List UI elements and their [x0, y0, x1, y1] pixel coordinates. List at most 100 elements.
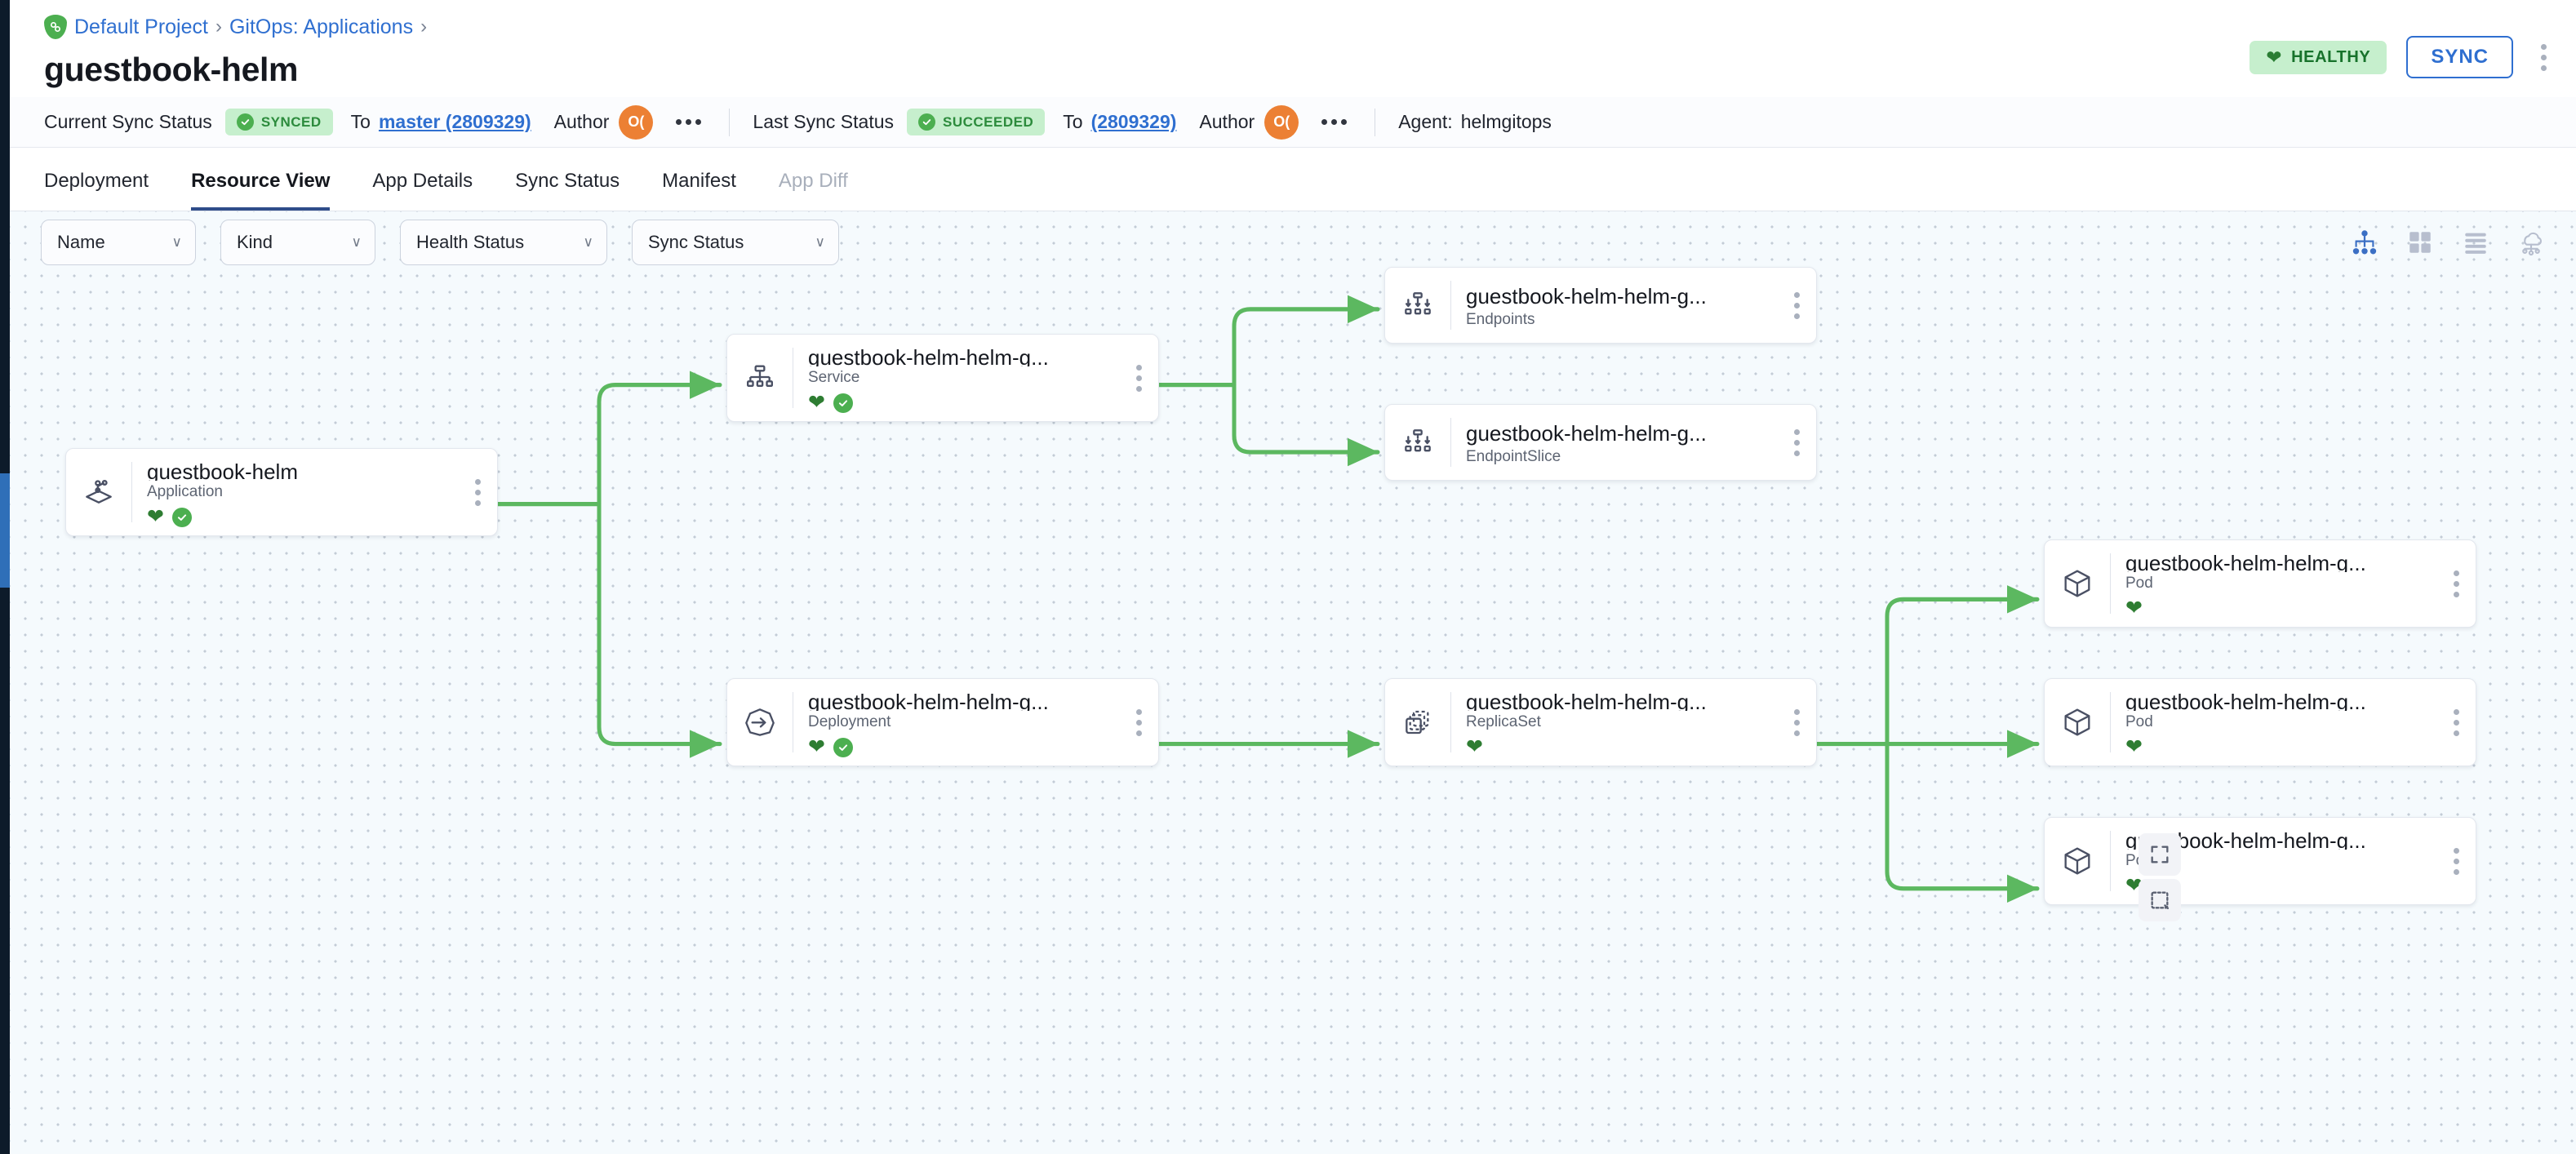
status-badge-healthy-label: HEALTHY: [2291, 48, 2370, 67]
node-kebab-menu-icon[interactable]: [1119, 679, 1158, 766]
tree-view-icon[interactable]: [2351, 229, 2378, 256]
pod-icon: [2045, 540, 2110, 627]
node-status-icons: ❤: [1466, 737, 1777, 757]
graph-node-pod-2[interactable]: guestbook-helm-helm-g... Pod ❤: [2044, 678, 2476, 766]
endpoints-icon: [1385, 268, 1450, 343]
chevron-down-icon: ∨: [172, 234, 182, 251]
tab-app-details[interactable]: App Details: [372, 153, 473, 211]
node-status-icons: ❤: [808, 737, 1119, 757]
node-kebab-menu-icon[interactable]: [2436, 679, 2476, 766]
graph-node-endpoints[interactable]: guestbook-helm-helm-g... Endpoints: [1384, 267, 1817, 344]
check-circle-icon: [833, 738, 853, 757]
filter-health-status[interactable]: Health Status ∨: [400, 220, 607, 265]
heart-icon: ❤: [808, 393, 825, 413]
node-kebab-menu-icon[interactable]: [1777, 679, 1816, 766]
node-name: guestbook-helm-helm-g...: [2125, 552, 2436, 572]
fullscreen-button[interactable]: [2139, 833, 2181, 876]
grid-view-icon[interactable]: [2406, 229, 2434, 256]
heart-icon: ❤: [147, 507, 164, 527]
node-name: guestbook-helm-helm-g...: [1466, 690, 1777, 711]
node-kebab-menu-icon[interactable]: [2436, 540, 2476, 627]
graph-node-pod-3[interactable]: guestbook-helm-helm-g... Pod ❤: [2044, 817, 2476, 905]
network-view-icon[interactable]: [2517, 229, 2545, 256]
node-status-icons: ❤: [2125, 737, 2436, 757]
left-nav-rail[interactable]: [0, 0, 10, 1154]
endpointslice-icon: [1385, 405, 1450, 480]
filter-kind[interactable]: Kind ∨: [220, 220, 375, 265]
node-kind: Service: [808, 369, 1119, 387]
current-author-label: Author: [554, 111, 610, 133]
tab-manifest[interactable]: Manifest: [662, 153, 736, 211]
graph-area[interactable]: guestbook-helm Application ❤: [10, 211, 2576, 1154]
heart-icon: ❤: [1466, 737, 1483, 757]
graph-node-deployment[interactable]: guestbook-helm-helm-g... Deployment ❤: [726, 678, 1159, 766]
list-view-icon[interactable]: [2462, 229, 2489, 256]
node-kebab-menu-icon[interactable]: [1777, 268, 1816, 343]
filter-name[interactable]: Name ∨: [41, 220, 196, 265]
pod-icon: [2045, 679, 2110, 766]
last-sync-status-label: Last Sync Status: [753, 111, 894, 133]
sync-status-bar: Current Sync Status SYNCED To master (28…: [10, 97, 2576, 148]
last-sync-kebab-menu-icon[interactable]: [1317, 114, 1352, 130]
page-title: guestbook-helm: [44, 51, 2548, 89]
filter-name-label: Name: [57, 232, 105, 253]
breadcrumb-item-default-project[interactable]: Default Project: [74, 16, 208, 39]
graph-node-service[interactable]: guestbook-helm-helm-g... Service ❤: [726, 334, 1159, 422]
check-circle-icon: [172, 508, 192, 527]
node-kebab-menu-icon[interactable]: [1777, 405, 1816, 480]
node-status-icons: ❤: [147, 507, 458, 527]
check-circle-icon: [918, 113, 935, 131]
current-author-avatar[interactable]: O(: [619, 105, 653, 140]
last-sync-status-badge: SUCCEEDED: [907, 109, 1045, 135]
node-body: guestbook-helm-helm-g... Pod ❤: [2111, 540, 2436, 627]
graph-node-replicaset[interactable]: guestbook-helm-helm-g... ReplicaSet ❤: [1384, 678, 1817, 766]
header-kebab-menu-icon[interactable]: [2533, 39, 2555, 76]
tab-resource-view[interactable]: Resource View: [191, 153, 330, 211]
node-kebab-menu-icon[interactable]: [2436, 818, 2476, 904]
tab-sync-status[interactable]: Sync Status: [515, 153, 620, 211]
node-kebab-menu-icon[interactable]: [1119, 335, 1158, 421]
deployment-icon: [727, 679, 793, 766]
resource-graph-canvas[interactable]: Name ∨ Kind ∨ Health Status ∨ Sync Statu…: [10, 211, 2576, 1154]
chevron-down-icon: ∨: [584, 234, 593, 251]
current-revision-link[interactable]: master (2809329): [379, 111, 531, 133]
last-author-avatar[interactable]: O(: [1264, 105, 1299, 140]
filter-sync-status[interactable]: Sync Status ∨: [632, 220, 839, 265]
breadcrumb-separator-2: ›: [420, 16, 427, 38]
agent-info: Agent:helmgitops: [1398, 111, 1552, 133]
filter-group: Name ∨ Kind ∨ Health Status ∨ Sync Statu…: [41, 220, 839, 265]
node-kind: EndpointSlice: [1466, 448, 1777, 466]
node-name: guestbook-helm-helm-g...: [808, 346, 1119, 366]
replicaset-icon: [1385, 679, 1450, 766]
graph-node-application[interactable]: guestbook-helm Application ❤: [65, 448, 498, 536]
project-logo-icon: [44, 15, 67, 39]
current-sync-status-label: Current Sync Status: [44, 111, 212, 133]
breadcrumb: Default Project › GitOps: Applications ›: [44, 15, 2548, 39]
filter-sync-status-label: Sync Status: [648, 232, 744, 253]
node-name: guestbook-helm-helm-g...: [1466, 285, 1777, 309]
breadcrumb-item-gitops-applications[interactable]: GitOps: Applications: [229, 16, 413, 39]
node-body: guestbook-helm-helm-g... Pod ❤: [2111, 679, 2436, 766]
node-body: guestbook-helm-helm-g... EndpointSlice: [1451, 405, 1777, 480]
graph-node-pod-1[interactable]: guestbook-helm-helm-g... Pod ❤: [2044, 539, 2476, 628]
status-badge-healthy: ❤ HEALTHY: [2250, 41, 2387, 74]
current-sync-status-badge: SYNCED: [225, 109, 333, 135]
status-divider-1: [729, 109, 730, 136]
chevron-down-icon: ∨: [815, 234, 825, 251]
node-body: guestbook-helm-helm-g... Deployment ❤: [793, 679, 1119, 766]
node-kebab-menu-icon[interactable]: [458, 449, 497, 535]
pod-icon: [2045, 818, 2110, 904]
node-kind: Deployment: [808, 713, 1119, 731]
select-area-button[interactable]: [2139, 879, 2181, 921]
current-sync-kebab-menu-icon[interactable]: [671, 114, 706, 130]
sync-button[interactable]: SYNC: [2406, 36, 2513, 78]
graph-node-endpointslice[interactable]: guestbook-helm-helm-g... EndpointSlice: [1384, 404, 1817, 481]
node-status-icons: ❤: [2125, 598, 2436, 619]
node-name: guestbook-helm-helm-g...: [1466, 422, 1777, 446]
tab-deployment[interactable]: Deployment: [44, 153, 149, 211]
node-kind: Pod: [2125, 575, 2436, 593]
heart-icon: ❤: [808, 737, 825, 757]
last-revision-link[interactable]: (2809329): [1091, 111, 1177, 133]
node-name: guestbook-helm: [147, 460, 458, 481]
